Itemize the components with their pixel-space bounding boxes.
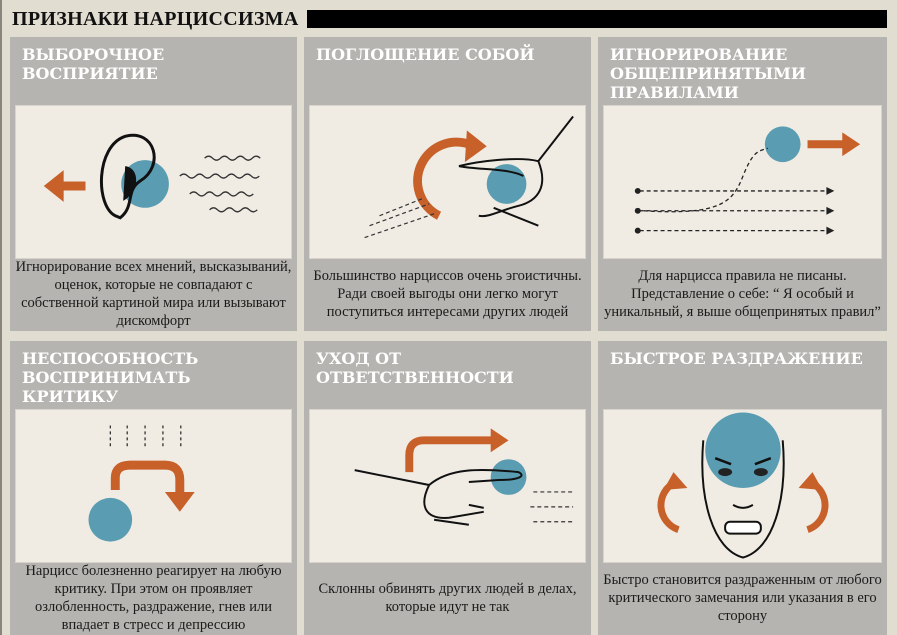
title-row: ПРИЗНАКИ НАРЦИССИЗМА — [12, 6, 887, 32]
card-responsibility-avoidance: Уход от ответственности Склонны обвинять… — [304, 341, 591, 635]
card-heading: Игнорирование общепринятыми правилами — [610, 45, 806, 102]
page-title: ПРИЗНАКИ НАРЦИССИЗМА — [12, 8, 299, 30]
card-criticism-intolerance: Неспособность воспринимать критику Нарци… — [10, 341, 297, 635]
angry-face-icon — [603, 409, 882, 563]
card-heading: Уход от ответственности — [316, 349, 514, 387]
card-ignoring-rules: Игнорирование общепринятыми правилами Дл… — [598, 37, 887, 331]
card-description: Большинство нарциссов очень эгоистичны. … — [313, 268, 582, 320]
deflect-icon — [15, 409, 292, 563]
card-heading: Неспособность воспринимать критику — [22, 349, 199, 406]
card-description: Игнорирование всех мнений, высказываний,… — [15, 259, 292, 329]
card-heading: Поглощение собой — [316, 45, 535, 64]
card-description: Для нарцисса правила не писаны. Представ… — [604, 268, 881, 320]
rules-icon — [603, 105, 882, 259]
pointing-hand-icon — [309, 409, 586, 563]
card-quick-irritation: Быстрое раздражение Быстро становится ра… — [598, 341, 887, 635]
card-heading: Выборочное восприятие — [22, 45, 165, 83]
card-heading: Быстрое раздражение — [610, 349, 863, 368]
card-description: Склонны обвинять других людей в делах, к… — [318, 581, 577, 615]
card-selective-perception: Выборочное восприятие Игнорирование всех… — [10, 37, 297, 331]
card-description: Быстро становится раздраженным от любого… — [603, 572, 882, 624]
hand-icon — [309, 105, 586, 259]
card-description: Нарцисс болезненно реагирует на любую кр… — [25, 563, 282, 633]
card-self-absorption: Поглощение собой Большинство нарциссов о… — [304, 37, 591, 331]
title-bar-decoration — [306, 10, 887, 28]
ear-icon — [15, 105, 292, 259]
